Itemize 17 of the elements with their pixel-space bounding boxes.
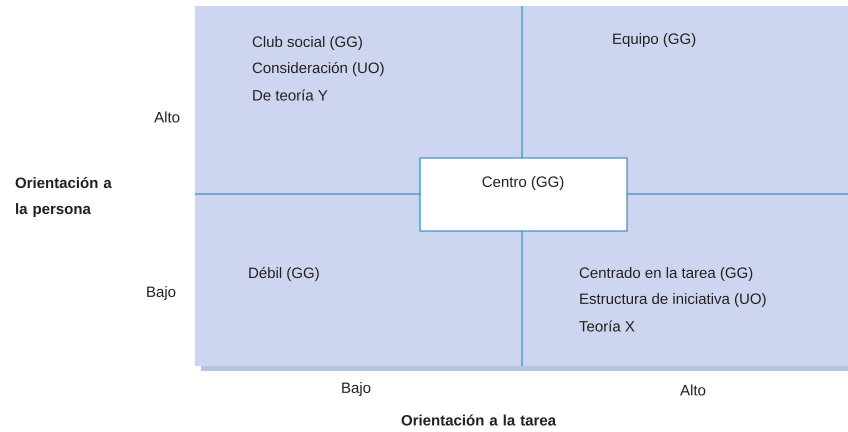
- node-label: Club social (GG): [252, 36, 362, 50]
- center-box: Centro (GG): [420, 158, 628, 232]
- axis-tick-label: Alto: [154, 112, 180, 122]
- axis-title: Orientación a la persona: [16, 176, 112, 218]
- axis-title: Orientación a la tarea: [402, 414, 556, 426]
- node-label: De teoría Y: [253, 89, 328, 101]
- node-label: Teoría X: [579, 320, 635, 332]
- axis-tick-label: Bajo: [147, 286, 176, 300]
- node-label: Equipo (GG): [613, 33, 696, 47]
- node-label: Débil (GG): [249, 266, 319, 282]
- axis-tick-label: Alto: [680, 384, 706, 396]
- node-label: Centrado en la tarea (GG): [580, 267, 752, 281]
- node-label: Consideración (UO): [252, 62, 384, 76]
- quadrant: Centrado en la tarea (GG) Estructura de iniciativa (UO) Teoría X: [522, 194, 848, 366]
- axis-tick-label: Bajo: [342, 382, 370, 396]
- node-label: Estructura de iniciativa (UO): [580, 293, 766, 307]
- quadrant: Débil (GG): [195, 194, 522, 366]
